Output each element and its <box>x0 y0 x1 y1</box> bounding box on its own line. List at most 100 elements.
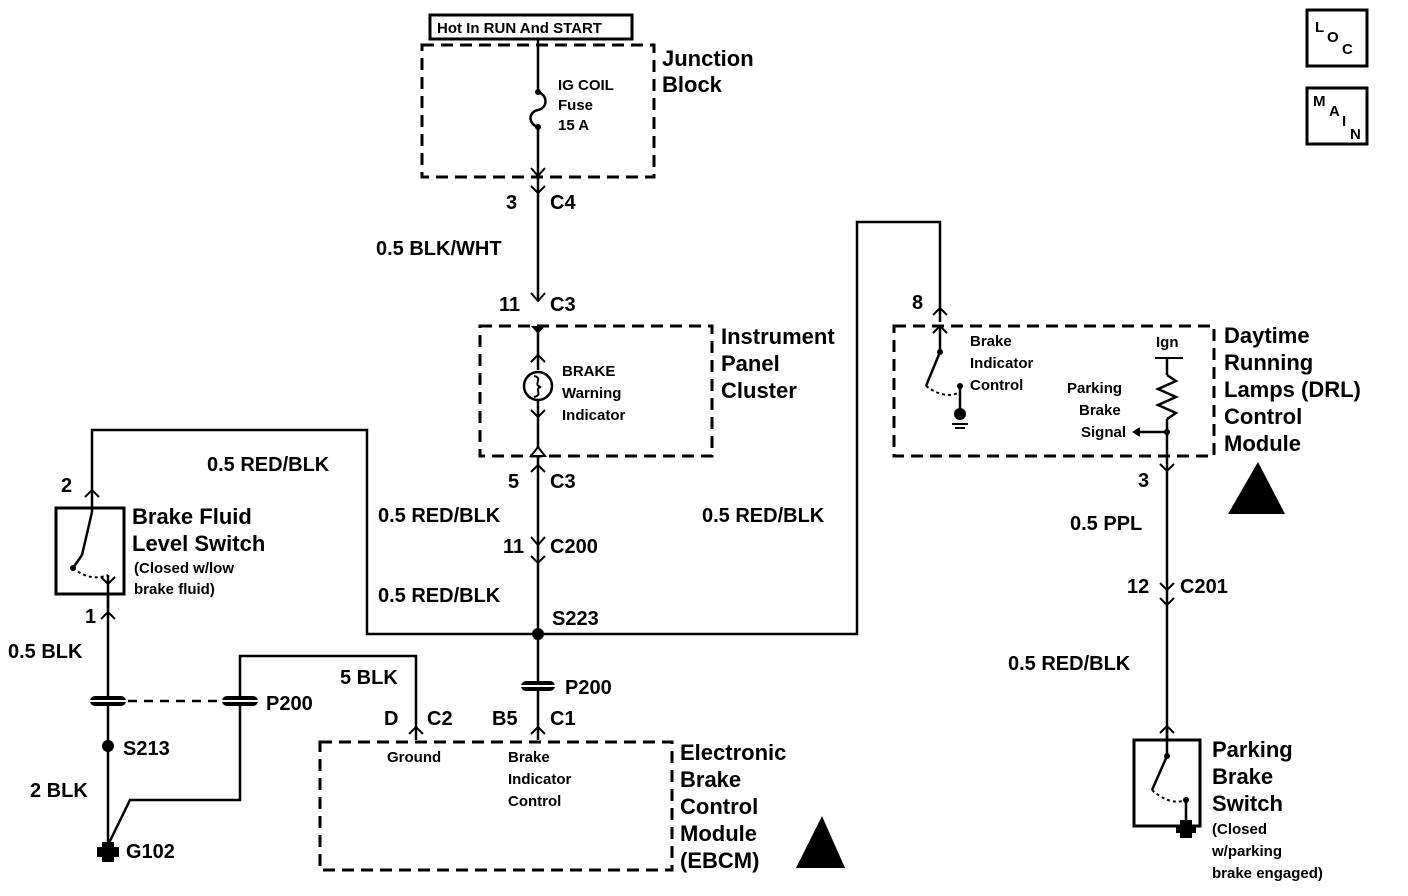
drl-bic-label-1: Brake <box>970 333 1012 350</box>
loc-button[interactable]: L O C <box>1305 8 1369 68</box>
parking-switch-note-1: (Closed <box>1212 821 1267 838</box>
drl-resistor-icon <box>1132 357 1183 456</box>
bfl-note-1: (Closed w/low <box>134 560 234 577</box>
junction-block-title-1: Junction <box>662 46 754 71</box>
drl-bic-label-2: Indicator <box>970 355 1034 372</box>
wire-ppl-label: 0.5 PPL <box>1070 513 1142 535</box>
ebcm-title-2: Brake <box>680 767 741 792</box>
connector-c3-top-icon <box>530 292 546 303</box>
c3-top-connector: C3 <box>550 294 576 316</box>
inline-p200-left: P200 <box>266 693 313 715</box>
ipc-title-3: Cluster <box>721 378 797 403</box>
c1-pin: B5 <box>492 708 518 730</box>
wire-0-5-blk-label: 0.5 BLK <box>8 641 83 663</box>
parking-switch-note-2: w/parking <box>1211 843 1282 860</box>
fuse-label-1: IG COIL <box>558 77 614 94</box>
drl-pin-3: 3 <box>1138 470 1149 492</box>
junction-block-title-2: Block <box>662 72 723 97</box>
drl-title-1: Daytime <box>1224 323 1310 348</box>
bfl-title-2: Level Switch <box>132 531 265 556</box>
ground-g102: G102 <box>126 841 175 863</box>
wire-5blk-label: 5 BLK <box>340 667 398 689</box>
ground-g102-icon <box>97 842 119 862</box>
center-wire-label-1: 0.5 RED/BLK <box>378 505 501 527</box>
connector-c1-icon <box>530 725 546 735</box>
c200-pin: 11 <box>503 536 524 558</box>
loc-letter-c: C <box>1342 41 1353 58</box>
c3-top-pin: 11 <box>499 294 520 316</box>
ebcm-title-4: Module <box>680 821 757 846</box>
drl-pbs-label-2: Brake <box>1079 402 1121 419</box>
ipc-box <box>478 324 714 458</box>
connector-c2-icon <box>408 725 424 735</box>
ipc-title-1: Instrument <box>721 324 835 349</box>
ipc-indicator-label-3: Indicator <box>562 407 626 424</box>
brake-warning-lamp-icon <box>522 370 554 402</box>
drl-title-4: Control <box>1224 404 1302 429</box>
right-wire-red-blk-label: 0.5 RED/BLK <box>702 505 825 527</box>
main-letter-a: A <box>1329 103 1340 120</box>
ebcm-bic-label-1: Brake <box>508 749 550 766</box>
ipc-bottom-pin-icon <box>528 445 548 457</box>
connector-c201-icon <box>1159 582 1175 607</box>
c201-pin: 12 <box>1127 576 1149 598</box>
parking-switch-note-3: brake engaged) <box>1212 865 1323 882</box>
fuse-icon <box>529 89 547 130</box>
drl-bic-switch-icon <box>924 324 968 429</box>
power-label: Hot In RUN And START <box>437 20 602 37</box>
drl-title-3: Lamps (DRL) <box>1224 377 1361 402</box>
ebcm-bic-label-2: Indicator <box>508 771 572 788</box>
drl-pin-8: 8 <box>912 292 923 314</box>
connector-c3-bottom-icon <box>530 463 546 473</box>
wire-ebcm-ground <box>106 654 418 846</box>
bfl-title-1: Brake Fluid <box>132 504 252 529</box>
ipc-pin-mark-1 <box>530 353 546 363</box>
drl-ign-label: Ign <box>1156 334 1179 351</box>
main-letter-m: M <box>1313 93 1326 110</box>
drl-pbs-label-3: Signal <box>1081 424 1126 441</box>
ipc-indicator-label-1: BRAKE <box>562 363 615 380</box>
c2-pin: D <box>384 708 398 730</box>
connector-c200-icon <box>530 536 546 565</box>
fuse-label-3: 15 A <box>558 117 589 134</box>
c4-connector: C4 <box>550 192 576 214</box>
drl-pin-8-icon <box>932 306 948 316</box>
left-wire-red-blk-label: 0.5 RED/BLK <box>207 454 330 476</box>
drl-title-2: Running <box>1224 350 1313 375</box>
main-letter-n: N <box>1350 126 1361 143</box>
parking-switch-icon <box>1150 724 1196 838</box>
c2-connector: C2 <box>427 708 453 730</box>
wire-to-bfl-switch <box>90 428 538 636</box>
main-button[interactable]: M A I N <box>1305 86 1369 146</box>
drl-title-5: Module <box>1224 431 1301 456</box>
drl-pbs-label-1: Parking <box>1067 380 1122 397</box>
c3-bottom-connector: C3 <box>550 471 576 493</box>
ebcm-ground-label: Ground <box>387 749 441 766</box>
wire-to-drl-module <box>538 220 942 636</box>
ebcm-title-3: Control <box>680 794 758 819</box>
parking-switch-title-1: Parking <box>1212 737 1293 762</box>
bfl-note-2: brake fluid) <box>134 581 215 598</box>
ebcm-title-5: (EBCM) <box>680 848 759 873</box>
ipc-title-2: Panel <box>721 351 780 376</box>
bfl-pin-bottom: 1 <box>85 606 96 628</box>
parking-switch-title-3: Switch <box>1212 791 1283 816</box>
ipc-indicator-label-2: Warning <box>562 385 621 402</box>
drl-pin-3-icon <box>1159 463 1175 473</box>
wire-blk-wht-label: 0.5 BLK/WHT <box>376 238 502 260</box>
ipc-pin-mark-2 <box>530 409 546 419</box>
wire-2blk-label: 2 BLK <box>30 780 88 802</box>
connector-c4-icon <box>530 167 546 195</box>
splice-s213-icon <box>102 740 114 752</box>
loc-letter-o: O <box>1327 29 1339 46</box>
power-label-box <box>428 13 634 41</box>
loc-letter-l: L <box>1315 19 1324 36</box>
c3-bottom-pin: 5 <box>508 471 519 493</box>
c201-connector: C201 <box>1180 576 1228 598</box>
splice-s213: S213 <box>123 738 170 760</box>
fuse-label-2: Fuse <box>558 97 593 114</box>
esd-warning-icon-ebcm <box>796 816 845 868</box>
splice-s223: S223 <box>552 608 599 630</box>
drl-wire-bottom-label: 0.5 RED/BLK <box>1008 653 1131 675</box>
